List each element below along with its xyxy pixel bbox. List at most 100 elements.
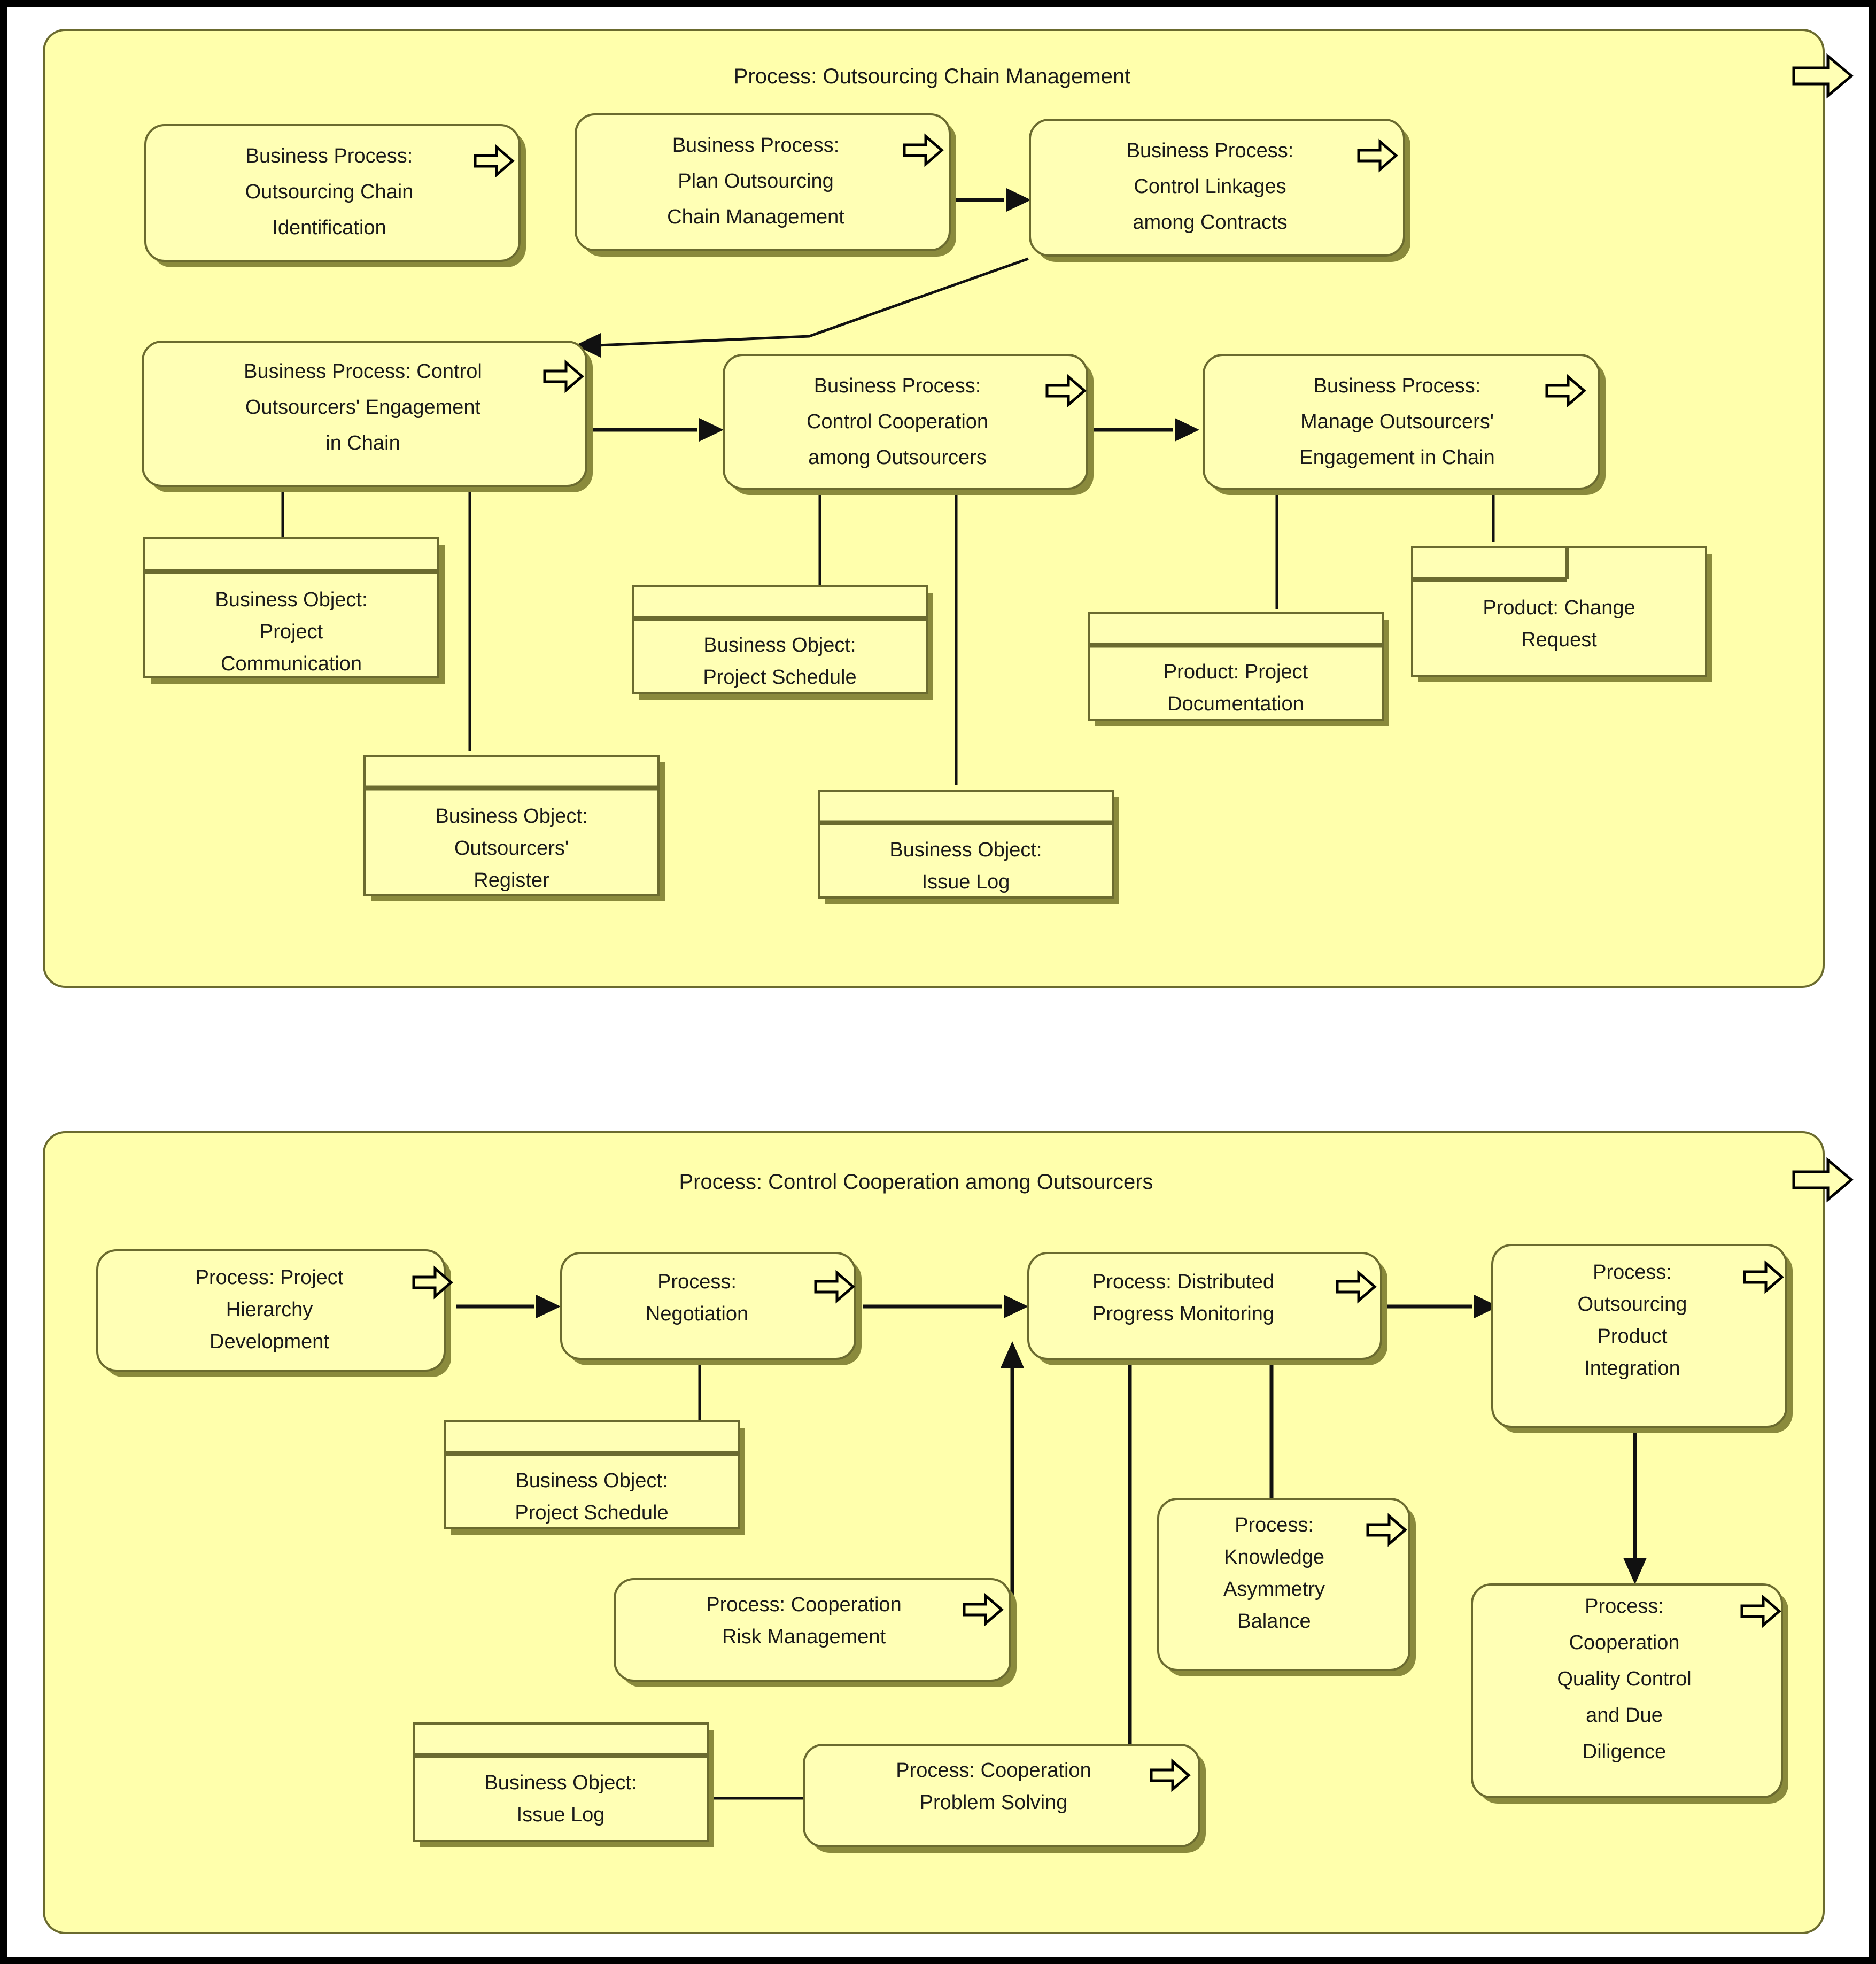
process-arrow-icon (412, 1265, 453, 1300)
node-label: Business Object: (215, 589, 367, 611)
node-label: Product: Project (1164, 661, 1308, 683)
node-label: Asymmetry (1223, 1578, 1325, 1600)
node-label: Project (260, 621, 323, 643)
node-label: Integration (1584, 1357, 1680, 1380)
node-process-knowledge-asymmetry-balance[interactable]: Process: Knowledge Asymmetry Balance (1157, 1498, 1416, 1676)
node-business-object-project-schedule[interactable]: Business Object: Project Schedule (632, 585, 933, 700)
node-product-change-request[interactable]: Product: Change Request (1411, 546, 1712, 682)
node-label: Business Process: Control (244, 360, 482, 383)
node-label: Business Object: (889, 839, 1042, 861)
node-process-project-hierarchy-development[interactable]: Process: Project Hierarchy Development (96, 1249, 453, 1377)
node-label: Business Process: (672, 134, 840, 157)
panel-2-title: Process: Control Cooperation among Outso… (679, 1170, 1153, 1194)
node-label: Control Cooperation (807, 411, 988, 433)
node-label: in Chain (325, 432, 400, 454)
node-label: among Outsourcers (808, 446, 987, 469)
process-arrow-icon (1740, 1594, 1781, 1628)
node-label: Manage Outsourcers' (1300, 411, 1494, 433)
node-label: Business Object: (703, 634, 856, 656)
node-label: Business Object: (484, 1772, 637, 1794)
panel-outsourcing-chain-management[interactable]: Process: Outsourcing Chain Management (43, 29, 1854, 988)
node-label: Business Object: (435, 805, 587, 828)
node-label: Control Linkages (1134, 175, 1286, 198)
node-process-cooperation-problem-solving[interactable]: Process: Cooperation Problem Solving (803, 1744, 1206, 1853)
node-label: Risk Management (722, 1626, 886, 1648)
node-label: Business Process: (1127, 140, 1294, 162)
node-business-object-outsourcers-register[interactable]: Business Object: Outsourcers' Register (363, 755, 665, 901)
process-arrow-icon (814, 1270, 855, 1304)
group-arrow-icon (1792, 53, 1854, 99)
node-process-cooperation-risk-management[interactable]: Process: Cooperation Risk Management (614, 1578, 1017, 1687)
process-arrow-icon (1366, 1513, 1407, 1547)
node-label: Process: (657, 1271, 737, 1293)
node-business-object-project-communication[interactable]: Business Object: Project Communication (143, 537, 445, 684)
node-label: Process: (1235, 1514, 1314, 1536)
node-process-outsourcing-product-integration[interactable]: Process: Outsourcing Product Integration (1491, 1244, 1793, 1433)
node-label: Chain Management (667, 206, 844, 228)
node-label: Business Process: (1314, 375, 1481, 397)
node-label: Problem Solving (920, 1791, 1068, 1814)
process-arrow-icon (1045, 374, 1087, 408)
node-business-object-project-schedule-2[interactable]: Business Object: Project Schedule (444, 1420, 745, 1535)
node-label: Project Schedule (515, 1502, 668, 1524)
node-label: Request (1521, 629, 1597, 651)
node-process-cooperation-quality-control-and-due-diligence[interactable]: Process: Cooperation Quality Control and… (1471, 1583, 1788, 1804)
process-arrow-icon (1743, 1260, 1784, 1294)
node-label: Business Object: (515, 1470, 668, 1492)
node-business-process-control-outsourcers-engagement-in-chain[interactable]: Business Process: Control Outsourcers' E… (142, 341, 593, 492)
node-label: Communication (221, 653, 362, 675)
process-arrow-icon (1150, 1758, 1191, 1792)
node-label: among Contracts (1133, 211, 1287, 234)
node-business-process-manage-outsourcers-engagement-in-chain[interactable]: Business Process: Manage Outsourcers' En… (1203, 354, 1606, 495)
panel-1-background (43, 29, 1825, 988)
node-label: Product: Change (1483, 597, 1635, 619)
node-label: Plan Outsourcing (678, 170, 834, 192)
node-label: Issue Log (517, 1804, 605, 1826)
process-arrow-icon (903, 133, 944, 167)
node-label: Outsourcers' (454, 837, 569, 860)
process-arrow-icon (1336, 1270, 1377, 1304)
node-label: Process: (1585, 1595, 1664, 1618)
node-label: Quality Control (1557, 1668, 1691, 1690)
node-label: Identification (272, 216, 386, 239)
process-arrow-icon (963, 1592, 1004, 1627)
node-product-project-documentation[interactable]: Product: Project Documentation (1088, 612, 1389, 726)
archimate-diagram: Process: Outsourcing Chain Management (43, 29, 1854, 1934)
node-label: Outsourcing Chain (245, 181, 414, 203)
group-arrow-icon (1792, 1157, 1854, 1203)
process-arrow-icon (474, 144, 515, 178)
panel-1-title: Process: Outsourcing Chain Management (734, 65, 1131, 88)
node-business-process-plan-outsourcing-chain-management[interactable]: Business Process: Plan Outsourcing Chain… (575, 113, 956, 257)
node-label: Outsourcing (1578, 1293, 1687, 1316)
node-business-process-outsourcing-chain-identification[interactable]: Business Process: Outsourcing Chain Iden… (144, 124, 526, 267)
node-business-object-issue-log[interactable]: Business Object: Issue Log (818, 790, 1119, 904)
node-label: and Due (1586, 1704, 1663, 1727)
panel-control-cooperation-among-outsourcers[interactable]: Process: Control Cooperation among Outso… (43, 1131, 1854, 1934)
process-arrow-icon (543, 359, 584, 393)
node-label: Knowledge (1224, 1546, 1324, 1568)
node-business-process-control-linkages-among-contracts[interactable]: Business Process: Control Linkages among… (1029, 119, 1410, 262)
node-label: Documentation (1167, 693, 1304, 715)
process-arrow-icon (1357, 138, 1398, 173)
node-label: Balance (1237, 1610, 1311, 1633)
node-label: Engagement in Chain (1299, 446, 1494, 469)
node-label: Development (210, 1331, 329, 1353)
node-label: Process: Cooperation (706, 1594, 901, 1616)
node-process-negotiation[interactable]: Process: Negotiation (560, 1252, 862, 1365)
node-label: Register (474, 869, 549, 892)
node-label: Project Schedule (703, 666, 856, 689)
node-label: Diligence (1583, 1741, 1666, 1763)
node-label: Process: Distributed (1092, 1271, 1274, 1293)
node-business-process-control-cooperation-among-outsourcers[interactable]: Business Process: Control Cooperation am… (723, 354, 1094, 495)
node-label: Process: Cooperation (896, 1759, 1091, 1782)
node-label: Business Process: (814, 375, 981, 397)
node-label: Issue Log (922, 871, 1010, 893)
node-label: Business Process: (246, 145, 413, 167)
node-business-object-issue-log-2[interactable]: Business Object: Issue Log (413, 1722, 714, 1847)
node-label: Process: (1593, 1261, 1672, 1283)
process-arrow-icon (1545, 374, 1586, 408)
node-process-distributed-progress-monitoring[interactable]: Process: Distributed Progress Monitoring (1027, 1252, 1387, 1365)
node-label: Outsourcers' Engagement (245, 396, 481, 419)
node-label: Process: Project (196, 1266, 344, 1289)
